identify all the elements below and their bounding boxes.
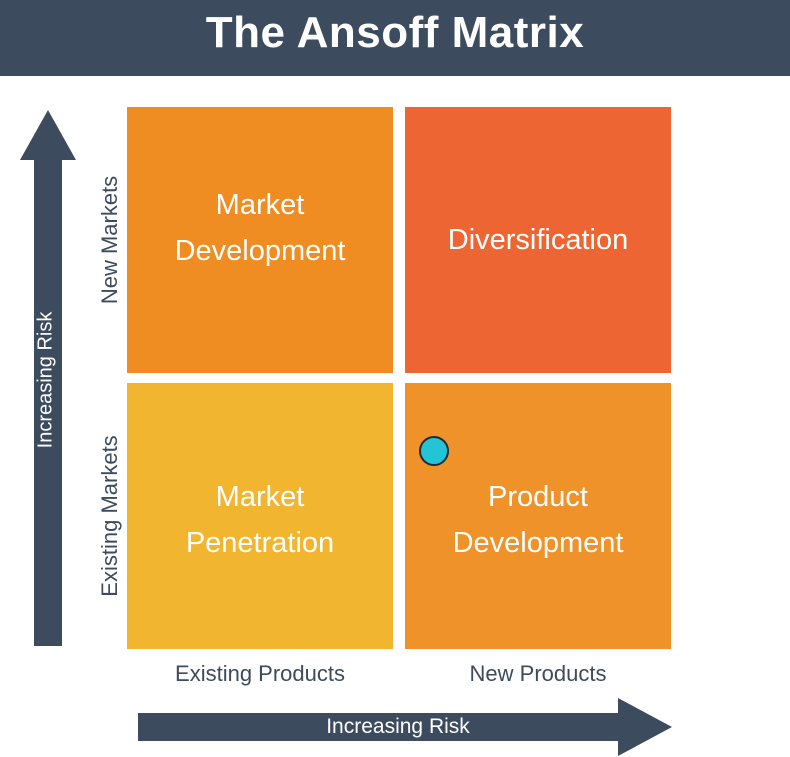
quadrant-label-line: Development	[452, 527, 624, 559]
cursor-marker-icon	[419, 436, 449, 466]
horizontal-risk-arrow-icon	[138, 698, 672, 756]
quadrant-label-line: Penetration	[185, 527, 335, 559]
quadrant-label-line: Product	[488, 481, 588, 513]
quadrant-label-line: Development	[174, 235, 346, 267]
quadrant-diversification-label: Diversification	[447, 224, 629, 256]
column-label-existing-products: Existing Products	[175, 661, 345, 686]
page-title: The Ansoff Matrix	[205, 8, 585, 57]
row-label-existing-markets: Existing Markets	[97, 435, 122, 597]
vertical-risk-arrow-icon	[20, 110, 76, 646]
quadrant-diversification: Diversification	[405, 107, 671, 373]
vertical-risk-label: Increasing Risk	[34, 311, 57, 449]
quadrant-label-line: Market	[215, 189, 305, 221]
column-label-new-products: New Products	[469, 661, 607, 686]
quadrant-label-line: Market	[215, 481, 305, 513]
horizontal-risk-label: Increasing Risk	[326, 715, 470, 738]
header-bar: The Ansoff Matrix	[0, 0, 790, 76]
row-label-new-markets: New Markets	[97, 175, 122, 305]
